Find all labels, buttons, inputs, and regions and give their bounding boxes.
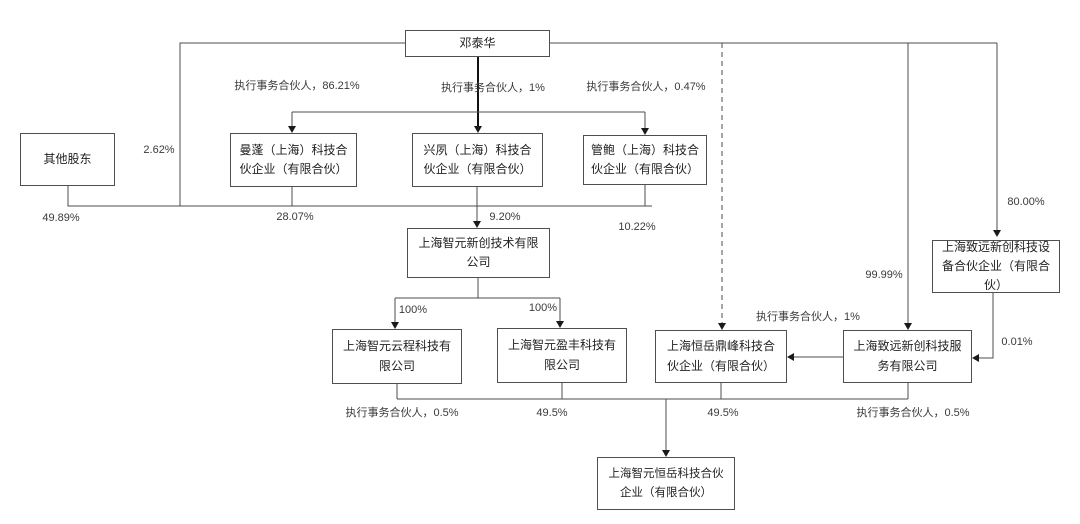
node-manpeng-partnership: 曼蓬（上海）科技合伙企业（有限合伙） [230,133,357,187]
edge-label-fuwu-pct: 99.99% [865,269,903,281]
node-guanbao-partnership: 管鲍（上海）科技合伙企业（有限合伙） [583,135,707,185]
edge-label-fuwu-gp: 执行事务合伙人，1% [756,311,860,323]
edge-label-yuncheng-pct: 100% [398,304,428,316]
node-other-shareholders: 其他股东 [20,133,115,186]
arrowheads [288,126,1001,457]
node-zhiyuan-yingfeng-tech: 上海智元盈丰科技有限公司 [497,328,627,383]
edge-label-other-shareholders-pct: 49.89% [42,212,80,224]
edge-label-yingfeng-hold-pct: 49.5% [536,407,568,419]
node-zhiyuan-service-company: 上海致远新创科技服务有限公司 [843,330,972,383]
edge-label-guanbao-pct: 10.22% [618,221,656,233]
edge-label-xingsu-pct: 9.20% [489,211,521,223]
edge-label-shebei-pct: 80.00% [1007,196,1045,208]
edge-label-gp-xingsu: 执行事务合伙人，1% [441,82,545,94]
edge-label-manpeng-pct: 28.07% [276,211,314,223]
edge-label-shebei-to-fuwu-pct: 0.01% [1001,336,1033,348]
edge-label-gp-manpeng: 执行事务合伙人，86.21% [234,80,360,92]
node-zhiyuan-xinchuang-tech: 上海智元新创技术有限公司 [407,228,550,278]
node-xingsu-partnership: 兴夙（上海）科技合伙企业（有限合伙） [412,133,543,187]
node-hengyue-dingfeng-partnership: 上海恒岳鼎峰科技合伙企业（有限合伙） [655,330,787,383]
edge-label-deng-direct-pct: 2.62% [143,144,175,156]
node-zhiyuan-hengyue-partnership: 上海智元恒岳科技合伙企业（有限合伙） [597,457,735,510]
edge-label-yingfeng-pct: 100% [528,302,558,314]
node-zhiyuan-equipment-partnership: 上海致远新创科技设备合伙企业（有限合伙） [932,240,1060,293]
node-zhiyuan-yuncheng-tech: 上海智元云程科技有限公司 [332,329,462,384]
edge-label-yuncheng-gp: 执行事务合伙人，0.5% [345,407,459,419]
edge-label-dingfeng-hold-pct: 49.5% [707,407,739,419]
edge-label-fuwu-gp-bottom: 执行事务合伙人，0.5% [856,407,970,419]
edge-label-gp-guanbao: 执行事务合伙人，0.47% [586,81,706,93]
node-deng-taihua: 邓泰华 [405,30,550,57]
